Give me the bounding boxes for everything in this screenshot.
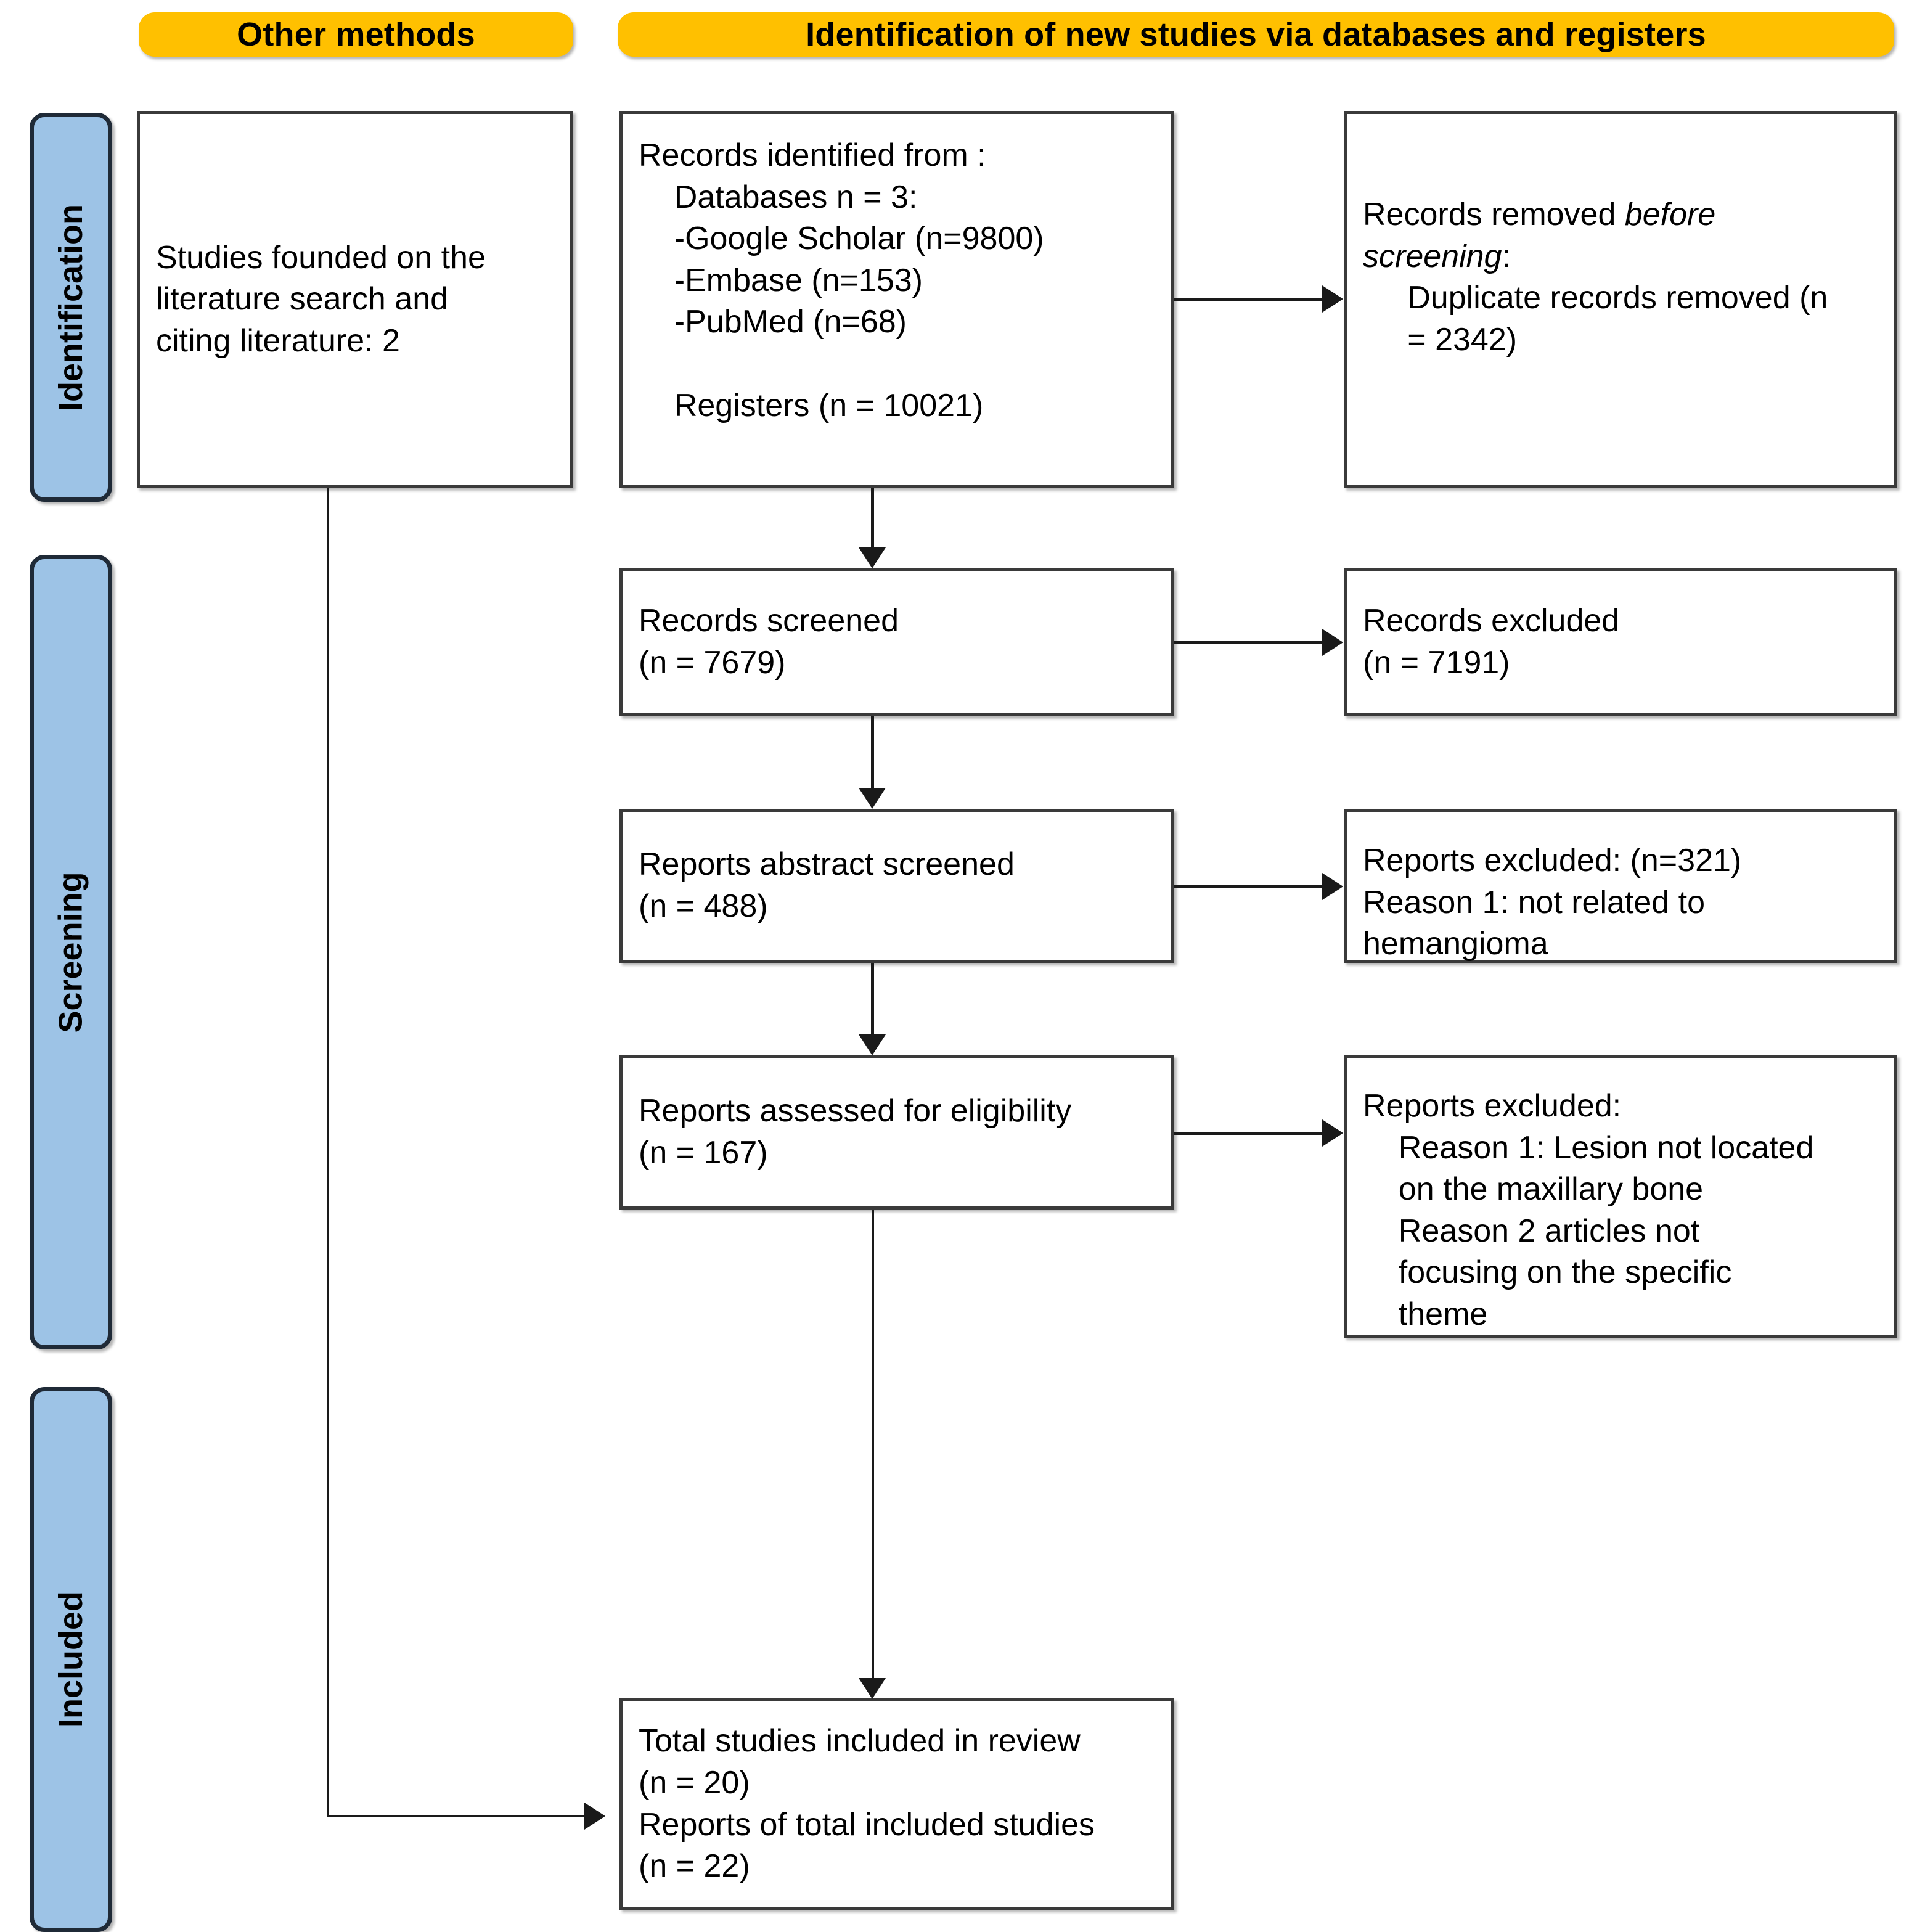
connector-other-methods-vertical [327,488,329,1816]
arrowhead-identified-to-screened [859,547,886,568]
banner-identification-databases: Identification of new studies via databa… [618,12,1894,57]
banner-other-methods-label: Other methods [237,16,475,53]
phase-label-screening: Screening [52,871,89,1033]
banner-identification-databases-label: Identification of new studies via databa… [806,16,1706,53]
box-records-removed-before-screening: Records removed before screening: Duplic… [1344,111,1897,488]
box-total-studies-included-text: Total studies included in review (n = 20… [639,1723,1095,1885]
banner-other-methods: Other methods [139,12,573,57]
phase-bar-identification: Identification [30,113,112,502]
box-records-screened-text: Records screened (n = 7679) [639,603,899,681]
connector-identified-to-screened [871,488,874,547]
phase-bar-included: Included [30,1387,112,1932]
connector-screened-to-abstract [871,716,874,788]
records-removed-head-italic: before screening [1363,197,1716,274]
box-records-excluded-text: Records excluded (n = 7191) [1363,603,1620,681]
box-records-screened: Records screened (n = 7679) [619,568,1174,716]
connector-other-methods-horizontal [327,1815,584,1817]
box-records-identified-text: Records identified from : Databases n = … [639,137,1044,424]
connector-assessed-to-excluded [1174,1132,1322,1135]
arrowhead-screened-to-excluded [1322,629,1343,656]
connector-abstract-to-excluded [1174,885,1322,888]
box-reports-abstract-screened: Reports abstract screened (n = 488) [619,809,1174,963]
records-removed-head: Records removed [1363,197,1625,232]
box-reports-excluded-abstract-text: Reports excluded: (n=321) Reason 1: not … [1363,843,1742,962]
records-removed-tail: : Duplicate records removed (n = 2342) [1407,238,1828,358]
box-reports-excluded-abstract: Reports excluded: (n=321) Reason 1: not … [1344,809,1897,963]
arrowhead-other-methods-to-total [584,1803,605,1830]
arrowhead-assessed-to-total [859,1678,886,1699]
box-total-studies-included: Total studies included in review (n = 20… [619,1698,1174,1910]
box-reports-assessed-for-eligibility-text: Reports assessed for eligibility (n = 16… [639,1093,1072,1171]
connector-assessed-to-total [872,1210,874,1678]
box-other-methods-studies: Studies founded on the literature search… [137,111,573,488]
arrowhead-screened-to-abstract [859,788,886,809]
box-records-excluded: Records excluded (n = 7191) [1344,568,1897,716]
arrowhead-identified-to-removed [1322,285,1343,313]
arrowhead-abstract-to-assessed [859,1034,886,1055]
arrowhead-assessed-to-excluded [1322,1119,1343,1147]
connector-screened-to-excluded [1174,641,1322,644]
connector-identified-to-removed [1174,298,1322,301]
phase-bar-screening: Screening [30,555,112,1349]
box-reports-excluded-eligibility-text: Reports excluded: Reason 1: Lesion not l… [1363,1088,1814,1332]
arrowhead-abstract-to-excluded [1322,873,1343,900]
box-reports-excluded-eligibility: Reports excluded: Reason 1: Lesion not l… [1344,1055,1897,1338]
box-other-methods-studies-text: Studies founded on the literature search… [156,239,486,359]
connector-abstract-to-assessed [871,963,874,1034]
phase-label-included: Included [52,1590,90,1729]
phase-label-identification: Identification [52,203,89,411]
box-records-identified: Records identified from : Databases n = … [619,111,1174,488]
box-reports-abstract-screened-text: Reports abstract screened (n = 488) [639,846,1015,924]
box-records-removed-text: Records removed before screening: Duplic… [1347,114,1844,361]
box-reports-assessed-for-eligibility: Reports assessed for eligibility (n = 16… [619,1055,1174,1210]
